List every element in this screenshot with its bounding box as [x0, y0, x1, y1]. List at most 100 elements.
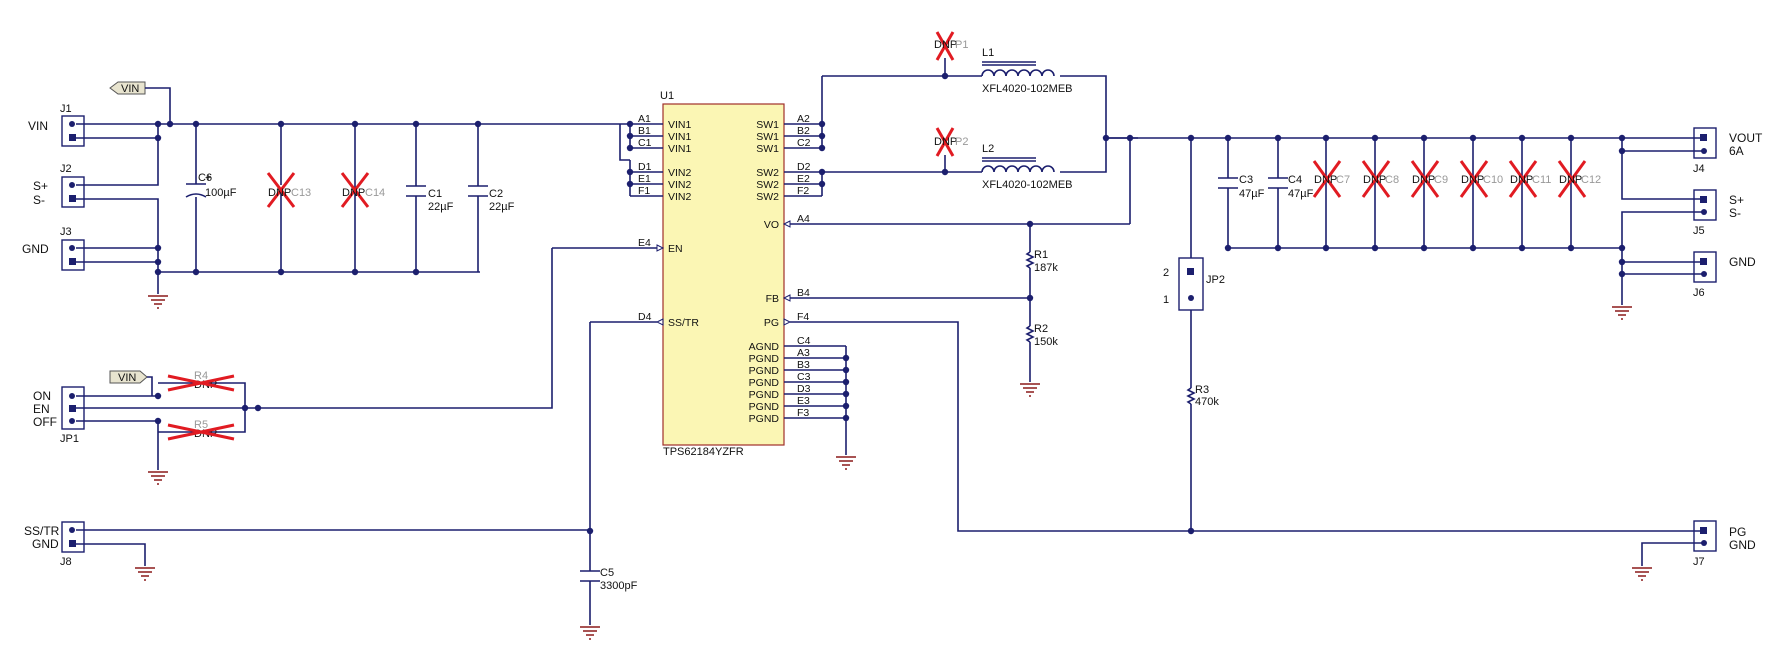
- svg-text:DNP: DNP: [934, 136, 957, 148]
- svg-text:C3: C3: [797, 371, 811, 383]
- connector-j3: J3 GND: [22, 226, 480, 309]
- input-junctions: [154, 120, 482, 276]
- svg-text:PGND: PGND: [749, 377, 780, 389]
- svg-text:J4: J4: [1693, 163, 1705, 175]
- u1-left-pins: A1 VIN1 B1 VIN1 C1 VIN1 D1 VIN2 E1 VIN2 …: [552, 113, 699, 329]
- svg-text:VIN1: VIN1: [668, 131, 692, 143]
- jumper-jp2: 2 1 JP2: [1163, 138, 1225, 535]
- cap-c7-dnp: DNP C7: [1312, 138, 1350, 248]
- svg-text:VIN1: VIN1: [668, 119, 692, 131]
- svg-text:B3: B3: [797, 359, 810, 371]
- connector-j1: J1 VIN: [28, 103, 630, 147]
- svg-text:L1: L1: [982, 47, 994, 59]
- svg-text:A3: A3: [797, 347, 810, 359]
- svg-text:J6: J6: [1693, 287, 1705, 299]
- cap-c11-dnp: DNP C11: [1508, 138, 1551, 248]
- cap-c14-dnp: DNP C14: [340, 124, 385, 272]
- vin-net-flag-2: VIN: [109, 370, 153, 396]
- svg-text:R1: R1: [1034, 249, 1048, 261]
- svg-text:VIN: VIN: [121, 83, 139, 95]
- svg-text:SW2: SW2: [756, 191, 779, 203]
- svg-text:SW2: SW2: [756, 179, 779, 191]
- svg-text:C12: C12: [1581, 174, 1601, 186]
- svg-text:R4: R4: [194, 370, 208, 382]
- svg-text:PGND: PGND: [749, 401, 780, 413]
- svg-text:A4: A4: [797, 213, 810, 225]
- svg-text:B1: B1: [638, 125, 651, 137]
- cap-c12-dnp: DNP C12: [1557, 138, 1601, 248]
- svg-text:OFF: OFF: [33, 415, 57, 429]
- svg-text:SS/TR: SS/TR: [24, 524, 60, 538]
- svg-text:1: 1: [1163, 294, 1169, 306]
- svg-text:VO: VO: [764, 219, 779, 231]
- svg-text:47µF: 47µF: [1288, 188, 1314, 200]
- svg-text:VIN: VIN: [28, 119, 48, 133]
- svg-text:GND: GND: [1729, 255, 1756, 269]
- svg-text:J2: J2: [60, 163, 72, 175]
- cap-c1: C1 22µF: [406, 124, 454, 272]
- svg-text:PG: PG: [764, 317, 779, 329]
- svg-text:VIN2: VIN2: [668, 167, 692, 179]
- resistor-r1: R1 187k: [1025, 220, 1058, 298]
- svg-text:XFL4020-102MEB: XFL4020-102MEB: [982, 179, 1073, 191]
- svg-text:D1: D1: [638, 161, 652, 173]
- svg-text:ON: ON: [33, 389, 51, 403]
- svg-text:J3: J3: [60, 226, 72, 238]
- svg-text:PGND: PGND: [749, 353, 780, 365]
- svg-text:C13: C13: [291, 187, 311, 199]
- connector-j5: S+ S- J5: [1621, 189, 1744, 248]
- svg-text:S-: S-: [33, 193, 45, 207]
- svg-text:J7: J7: [1693, 556, 1705, 568]
- svg-text:A2: A2: [797, 113, 810, 125]
- svg-text:B4: B4: [797, 287, 810, 299]
- svg-text:A1: A1: [638, 113, 651, 125]
- svg-text:SW1: SW1: [756, 131, 779, 143]
- svg-text:U1: U1: [660, 90, 674, 102]
- svg-text:L2: L2: [982, 143, 994, 155]
- svg-text:D3: D3: [797, 383, 811, 395]
- inductor-l1: L1 XFL4020-102MEB: [821, 47, 1138, 139]
- cap-c4: C4 47µF: [1268, 138, 1314, 248]
- svg-text:R3: R3: [1195, 384, 1209, 396]
- svg-text:JP1: JP1: [60, 433, 79, 445]
- cap-c13-dnp: DNP C13: [266, 124, 311, 272]
- connector-j2: J2 S+ S-: [33, 138, 159, 272]
- svg-text:C4: C4: [1288, 174, 1302, 186]
- jumper-jp1: ON EN OFF JP1: [33, 248, 553, 485]
- svg-text:+: +: [205, 172, 211, 184]
- svg-text:E1: E1: [638, 173, 651, 185]
- cap-c3: C3 47µF: [1218, 138, 1265, 252]
- svg-text:D4: D4: [638, 311, 652, 323]
- svg-text:C9: C9: [1434, 174, 1448, 186]
- svg-text:F4: F4: [797, 311, 809, 323]
- cap-c8-dnp: DNP C8: [1361, 138, 1399, 248]
- svg-text:C14: C14: [365, 187, 385, 199]
- svg-text:C1: C1: [638, 137, 652, 149]
- svg-text:VIN: VIN: [118, 372, 136, 384]
- cap-c6: C6 + 100µF: [185, 124, 237, 272]
- svg-text:VIN2: VIN2: [668, 179, 692, 191]
- resistor-r3: R3 470k: [1186, 384, 1219, 408]
- svg-text:C3: C3: [1239, 174, 1253, 186]
- svg-text:C11: C11: [1532, 174, 1551, 186]
- svg-text:SS/TR: SS/TR: [668, 317, 699, 329]
- svg-text:E2: E2: [797, 173, 810, 185]
- svg-text:DNP: DNP: [1510, 174, 1533, 186]
- connector-j7: PG GND J7: [1632, 520, 1756, 581]
- resistor-r5-dnp: R5 DNP: [167, 419, 235, 441]
- svg-text:VOUT: VOUT: [1729, 131, 1763, 145]
- svg-text:F3: F3: [797, 407, 809, 419]
- connector-j4: VOUT 6A J4: [1618, 127, 1763, 200]
- svg-text:VIN1: VIN1: [668, 143, 692, 155]
- svg-text:GND: GND: [1729, 538, 1756, 552]
- svg-text:PGND: PGND: [749, 365, 780, 377]
- svg-text:F2: F2: [797, 185, 809, 197]
- cap-c10-dnp: DNP C10: [1459, 138, 1503, 248]
- inductor-l2: L2 XFL4020-102MEB: [822, 138, 1107, 191]
- svg-text:C8: C8: [1385, 174, 1399, 186]
- svg-text:AGND: AGND: [749, 341, 780, 353]
- svg-text:22µF: 22µF: [489, 201, 515, 213]
- svg-text:PG: PG: [1729, 525, 1746, 539]
- svg-text:47µF: 47µF: [1239, 188, 1265, 200]
- svg-text:TPS62184YZFR: TPS62184YZFR: [663, 446, 744, 458]
